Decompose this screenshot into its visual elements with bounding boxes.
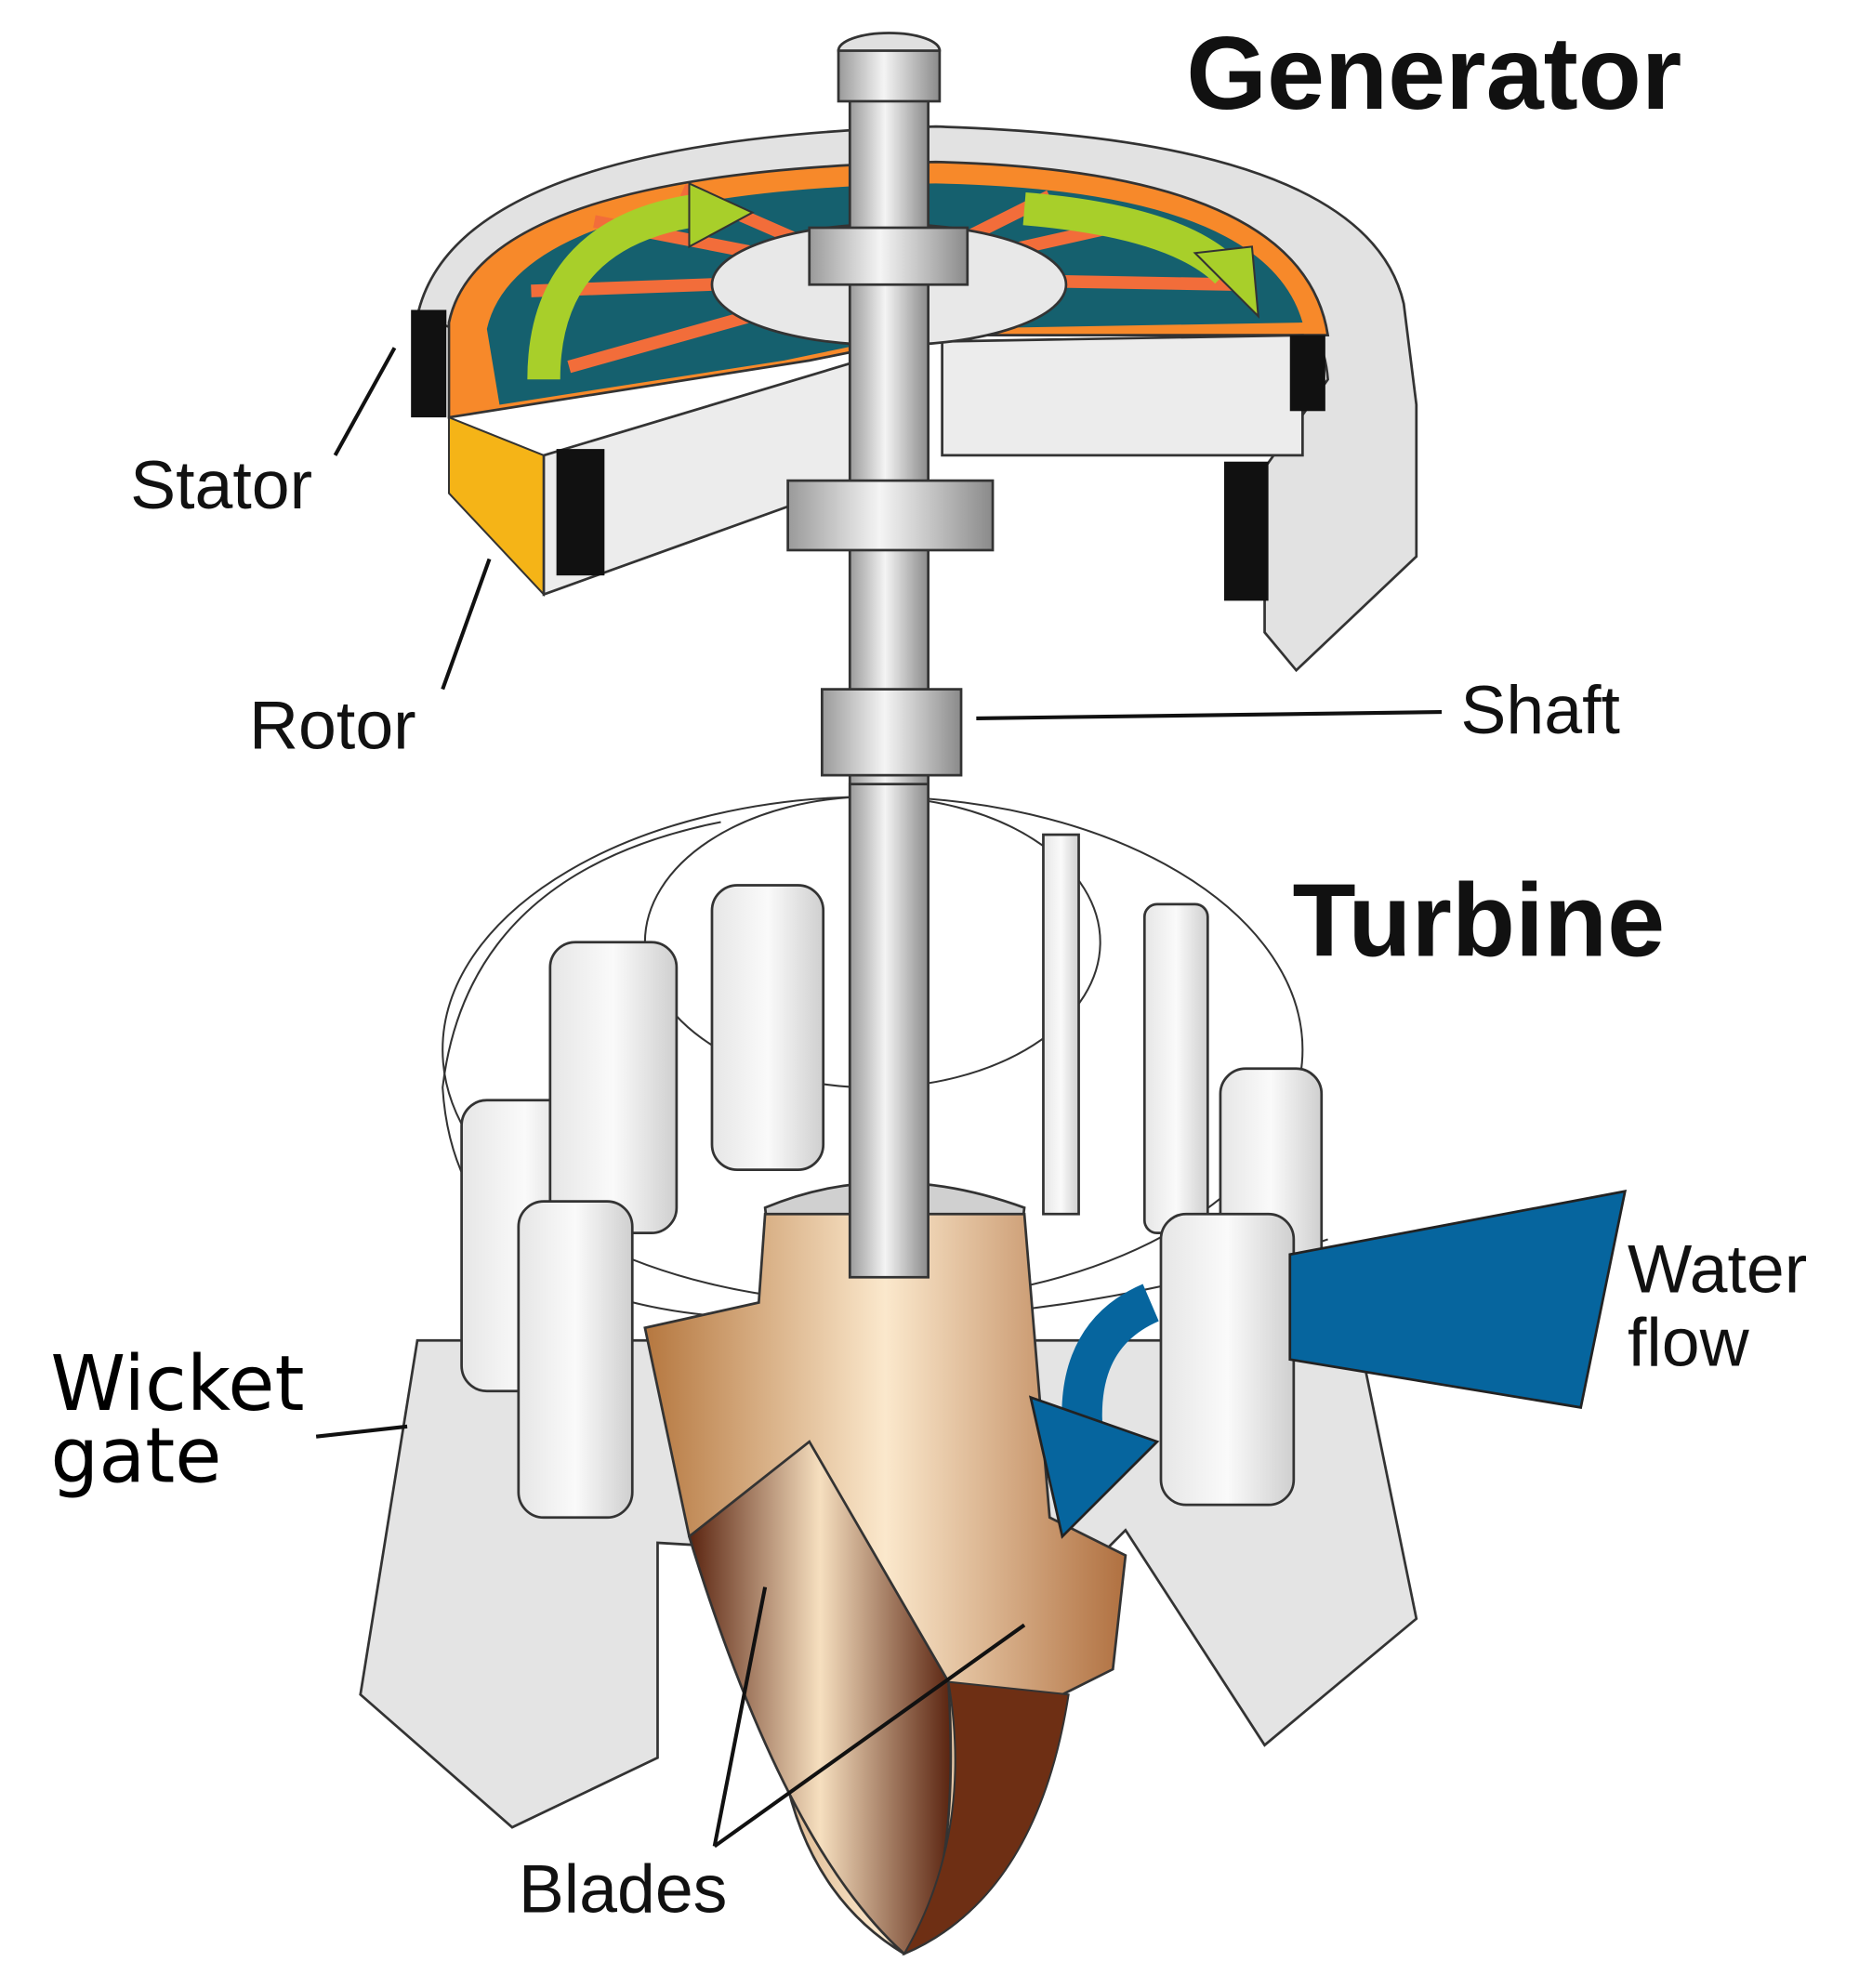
stator-windings (411, 309, 1325, 601)
generator-title: Generator (1186, 15, 1681, 131)
turbine (359, 783, 1628, 1956)
runner-blade-front (687, 1440, 953, 1956)
turbine-title: Turbine (1292, 862, 1665, 979)
rotation-arrow-left-head (688, 181, 755, 249)
rotor-label: Rotor (249, 687, 416, 764)
wicket-gate-label-line2: gate (50, 1413, 221, 1501)
runner-blade-shadow (902, 1680, 1070, 1956)
water-flow-label-line1: Water (1628, 1231, 1807, 1308)
wicket-gate-vanes (460, 833, 1324, 1520)
wicket-gate-label-line1: Wicket (50, 1340, 304, 1428)
stator-segment-right (941, 334, 1304, 457)
water-flow-curve-head (1028, 1395, 1160, 1539)
rotation-arrow-right-head (1193, 245, 1260, 319)
turbine-shaft (848, 783, 930, 1279)
rotation-arrow-left (527, 192, 711, 380)
water-flow-arrow (1288, 1190, 1628, 1409)
water-flow-label-line2: flow (1628, 1304, 1750, 1381)
rotor-poles (447, 415, 546, 598)
shaft-label: Shaft (1460, 671, 1620, 748)
leader-lines (315, 347, 1443, 1849)
blades-label: Blades (519, 1850, 728, 1927)
stator-label: Stator (130, 446, 312, 523)
